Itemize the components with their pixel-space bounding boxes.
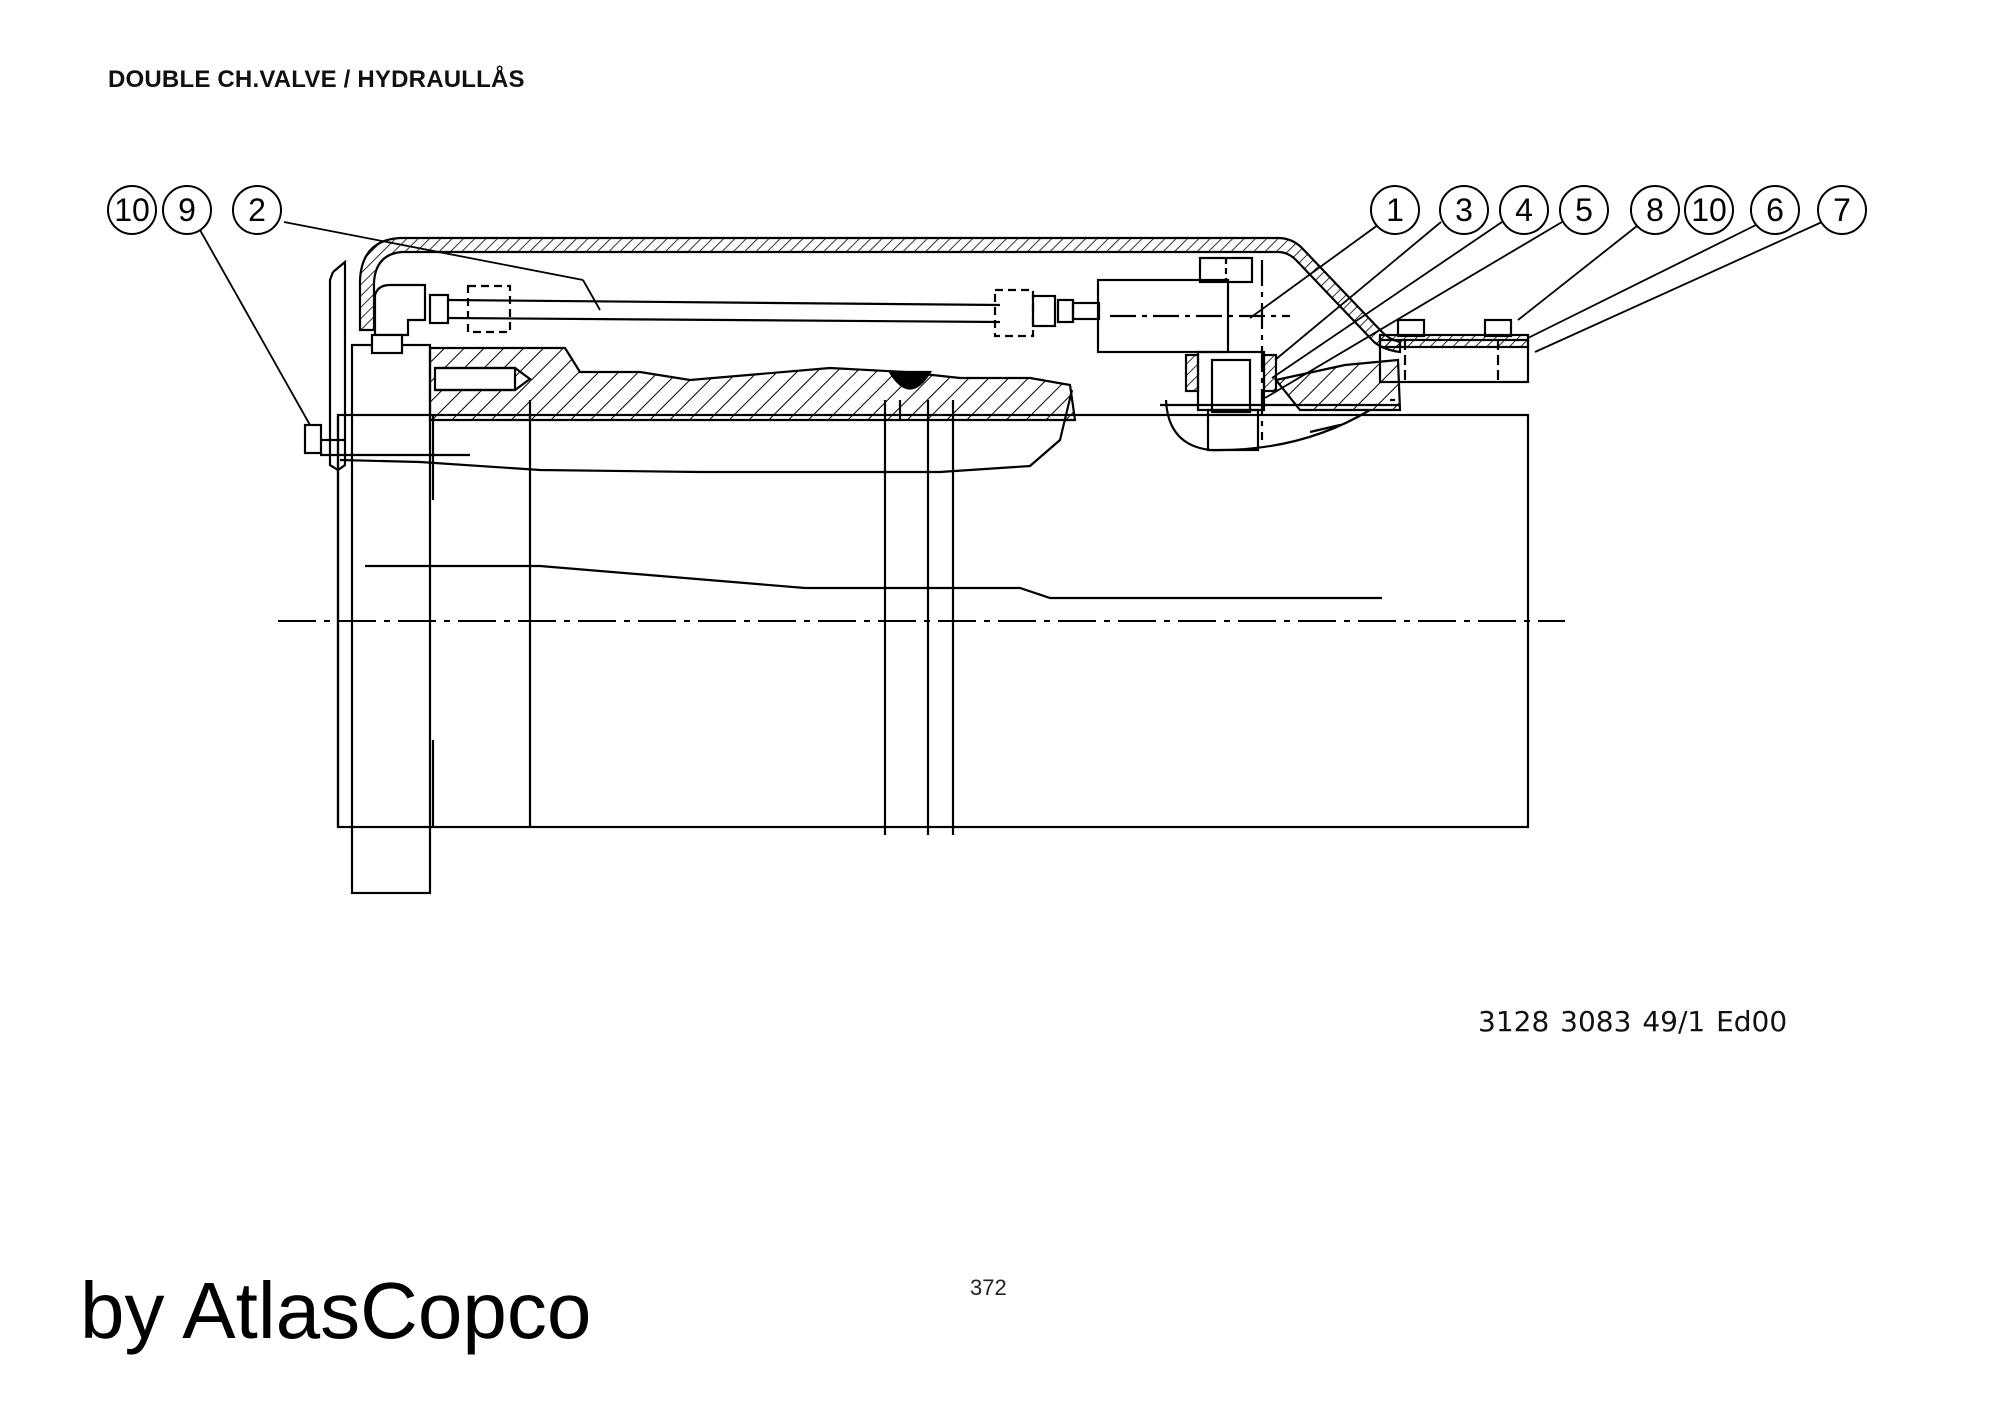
callout-label: 1 <box>1386 192 1404 228</box>
end-flange <box>350 343 432 895</box>
drawing-number: 3128 3083 49/1 Ed00 <box>1478 1005 1788 1038</box>
callouts-right: 1 3 4 5 8 10 6 7 <box>1370 185 1867 235</box>
callout-label: 9 <box>178 192 196 228</box>
callout-label: 8 <box>1646 192 1664 228</box>
valve-block <box>428 346 1077 422</box>
page-number: 372 <box>970 1275 1007 1300</box>
callout-label: 3 <box>1455 192 1473 228</box>
seal-ring <box>1184 353 1200 393</box>
page-title: DOUBLE CH.VALVE / HYDRAULLÅS <box>108 66 525 93</box>
brand-footer: by AtlasCopco <box>80 1266 592 1355</box>
callout-label: 5 <box>1575 192 1593 228</box>
callout-label: 6 <box>1766 192 1784 228</box>
callout-label: 2 <box>248 192 266 228</box>
protective-cover <box>358 236 1402 354</box>
callouts-left: 10 9 2 <box>107 185 282 235</box>
callout-label: 7 <box>1833 192 1851 228</box>
callout-label: 10 <box>114 192 150 228</box>
callout-label: 4 <box>1515 192 1533 228</box>
callout-label: 10 <box>1691 192 1727 228</box>
seal-ring <box>1262 353 1278 393</box>
